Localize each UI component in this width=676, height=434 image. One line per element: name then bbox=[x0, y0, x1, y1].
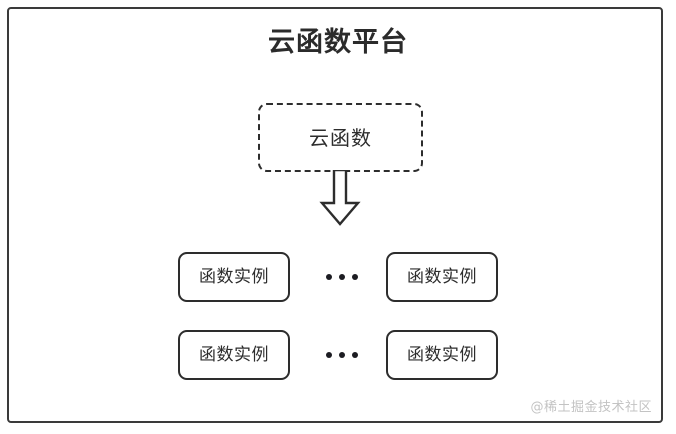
function-instance-box: 函数实例 bbox=[178, 330, 290, 380]
function-instance-box: 函数实例 bbox=[178, 252, 290, 302]
ellipsis-dot-icon bbox=[352, 274, 358, 280]
function-instance-box: 函数实例 bbox=[386, 330, 498, 380]
ellipsis-indicator bbox=[300, 252, 384, 302]
ellipsis-indicator bbox=[300, 330, 384, 380]
function-instance-label: 函数实例 bbox=[199, 267, 269, 287]
arrow-down-block-icon bbox=[318, 168, 362, 226]
ellipsis-dot-icon bbox=[326, 274, 332, 280]
cloud-function-label: 云函数 bbox=[309, 125, 372, 150]
function-instance-label: 函数实例 bbox=[199, 345, 269, 365]
ellipsis-dot-icon bbox=[339, 274, 345, 280]
ellipsis-dot-icon bbox=[326, 352, 332, 358]
ellipsis-dot-icon bbox=[339, 352, 345, 358]
function-instance-label: 函数实例 bbox=[407, 345, 477, 365]
cloud-function-node: 云函数 bbox=[258, 103, 423, 172]
function-instance-label: 函数实例 bbox=[407, 267, 477, 287]
instance-row: 函数实例 函数实例 bbox=[0, 252, 676, 302]
ellipsis-dot-icon bbox=[352, 352, 358, 358]
instance-row: 函数实例 函数实例 bbox=[0, 330, 676, 380]
watermark: @稀土掘金技术社区 bbox=[530, 400, 652, 415]
function-instance-box: 函数实例 bbox=[386, 252, 498, 302]
page-title: 云函数平台 bbox=[268, 27, 408, 58]
